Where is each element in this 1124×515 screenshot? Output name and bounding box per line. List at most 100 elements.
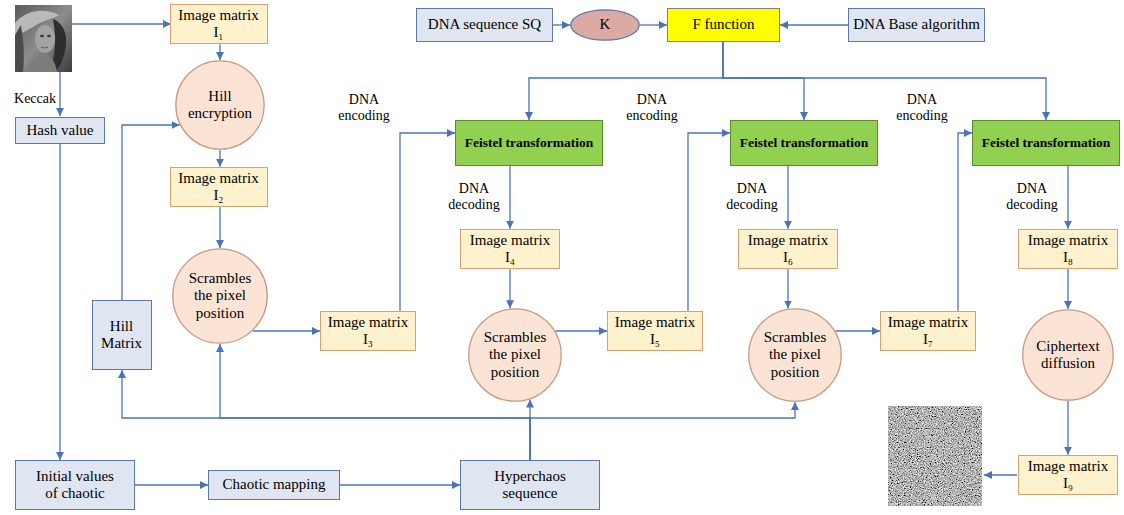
node-text: Hill encryption — [184, 88, 256, 123]
process-circle: Scrambles the pixel position — [748, 308, 842, 402]
connector — [135, 484, 208, 485]
edge-label: DNA encoding — [621, 92, 683, 124]
process-circle-shape — [176, 61, 264, 149]
matrix-box: Image matrix I₈ — [1018, 229, 1118, 270]
node-text: DNA sequence SQ — [428, 16, 541, 33]
process-circle-shape — [749, 309, 841, 401]
node-text: DNA Base algorithm — [853, 16, 980, 33]
matrix-box: Image matrix I₆ — [738, 229, 838, 270]
image-wire — [72, 23, 171, 24]
node-text: Image matrix I₁ — [175, 7, 263, 42]
edge-label: DNA decoding — [443, 181, 505, 213]
parameter-box: DNA Base algorithm — [848, 8, 985, 42]
connector — [219, 150, 220, 167]
connector — [340, 484, 460, 485]
process-circle: Ciphertext diffusion — [1022, 309, 1114, 401]
shoulder — [29, 53, 57, 72]
connector — [530, 402, 795, 460]
eye — [47, 35, 51, 37]
node-text: Scrambles the pixel position — [481, 329, 549, 381]
feistel-box: Feistel transformation — [972, 120, 1120, 166]
layout-wires — [60, 24, 1017, 475]
process-circle-shape — [469, 309, 561, 401]
connector — [555, 330, 607, 331]
face — [35, 25, 55, 53]
connector — [723, 42, 1046, 120]
parameter-box: Hyperchaos sequence — [460, 460, 600, 510]
connector — [1067, 166, 1068, 229]
connector — [553, 24, 570, 25]
connector — [400, 133, 455, 311]
connector — [122, 125, 180, 300]
node-text: Feistel transformation — [465, 135, 594, 151]
connector — [780, 24, 848, 25]
key-ellipse-shape — [571, 10, 639, 40]
connector — [219, 44, 220, 60]
connector — [59, 144, 60, 460]
node-text: F function — [692, 16, 754, 33]
process-circle: Scrambles the pixel position — [172, 248, 268, 344]
node-text: Scrambles the pixel position — [761, 329, 829, 381]
output-wire — [984, 474, 1017, 475]
edge-label: DNA decoding — [1001, 181, 1063, 213]
connector — [958, 133, 972, 311]
connector — [253, 330, 320, 331]
node-text: Image matrix I₃ — [325, 314, 411, 349]
key-ellipse: K — [570, 9, 640, 41]
node-text: Chaotic mapping — [223, 476, 326, 493]
node-text: Hill Matrix — [97, 318, 147, 353]
connector — [122, 370, 530, 460]
node-text: Ciphertext diffusion — [1032, 338, 1104, 373]
cipher-image — [888, 406, 982, 506]
hash-wire — [59, 72, 60, 116]
node-text: Image matrix I₂ — [175, 170, 263, 205]
connector — [509, 269, 510, 308]
process-circle: Scrambles the pixel position — [468, 308, 562, 402]
parameter-box: Hash value — [15, 117, 105, 144]
process-circle-shape — [1023, 310, 1113, 400]
parameter-box: Initial values of chaotic — [15, 460, 135, 510]
parameter-box: Hill Matrix — [92, 300, 152, 370]
matrix-box: Image matrix I₂ — [170, 167, 268, 208]
process-circle-shape — [173, 249, 267, 343]
image-ground — [15, 5, 72, 72]
node-text: Scrambles the pixel position — [186, 270, 254, 322]
node-text: Image matrix I₆ — [744, 232, 832, 267]
feistel-box: Feistel transformation — [455, 120, 603, 166]
parameter-box: DNA sequence SQ — [416, 8, 553, 42]
connector — [509, 166, 510, 229]
matrix-box: Image matrix I₅ — [607, 311, 703, 352]
matrix-box: Image matrix I₉ — [1018, 455, 1118, 496]
edge-label: DNA encoding — [891, 92, 953, 124]
connector — [1067, 401, 1068, 455]
process-circle: Hill encryption — [175, 60, 265, 150]
node-text: Image matrix I₄ — [466, 232, 554, 267]
edge-label: DNA decoding — [721, 181, 783, 213]
matrix-box: Image matrix I₁ — [170, 4, 268, 45]
parameter-box: Chaotic mapping — [208, 470, 340, 500]
node-text: Hash value — [26, 122, 93, 139]
node-text: Image matrix I₈ — [1024, 232, 1112, 267]
matrix-box: Image matrix I₄ — [460, 229, 560, 270]
node-text: Image matrix I₉ — [1024, 458, 1112, 493]
noise-image — [888, 406, 982, 506]
connector — [219, 207, 220, 248]
node-text: Feistel transformation — [740, 135, 869, 151]
process-label: Keccak — [8, 91, 56, 107]
connector — [787, 166, 788, 229]
node-text: Initial values of chaotic — [33, 468, 118, 503]
connector — [1067, 269, 1068, 309]
matrix-box: Image matrix I₇ — [880, 311, 976, 352]
eye — [40, 35, 44, 37]
node-text: Image matrix I₅ — [612, 314, 698, 349]
connector — [688, 133, 730, 311]
edge-label: DNA encoding — [333, 92, 395, 124]
node-text: Image matrix I₇ — [885, 314, 971, 349]
node-text: K — [600, 16, 611, 33]
connector — [640, 24, 667, 25]
node-text: Hyperchaos sequence — [475, 468, 585, 503]
plain-image — [15, 5, 72, 72]
connector — [723, 42, 804, 120]
node-text: Feistel transformation — [982, 135, 1111, 151]
